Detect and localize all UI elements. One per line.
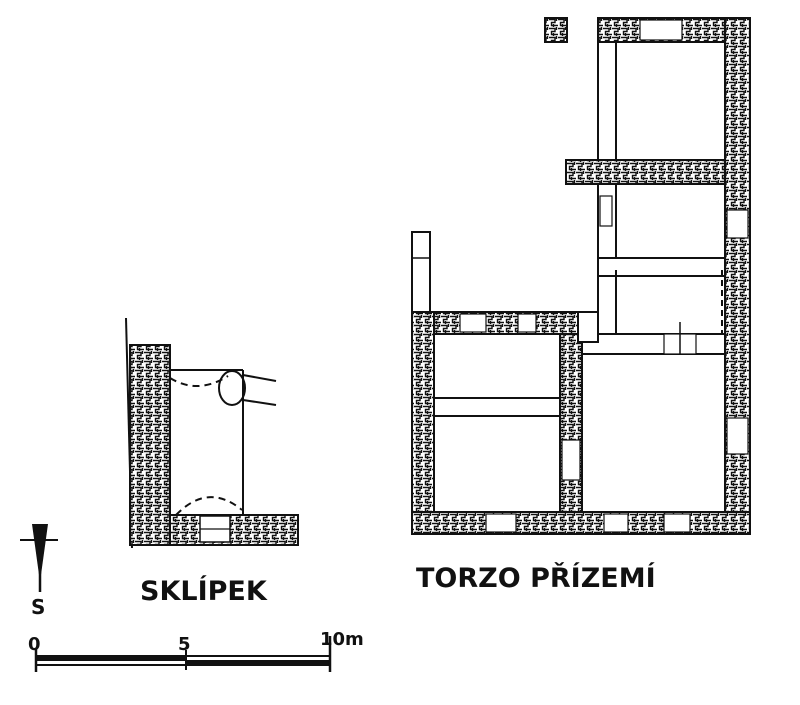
north-arrow [20, 524, 58, 592]
cellar-label: SKLÍPEK [140, 575, 268, 607]
ground-floor-label: TORZO PŘÍZEMÍ [416, 562, 656, 594]
scale-tick-5: 5 [178, 634, 191, 655]
scale-tick-10m: 10m [320, 629, 364, 650]
scale-bar [34, 636, 332, 672]
cellar-plan [125, 317, 299, 549]
cellar-south-wall [169, 514, 299, 546]
wall-fragment [411, 231, 431, 313]
scale-tick-0: 0 [28, 634, 41, 655]
cellar-west-wall [129, 344, 171, 546]
north-arrow-label: S [31, 595, 45, 619]
ground-floor-plan [411, 17, 751, 535]
